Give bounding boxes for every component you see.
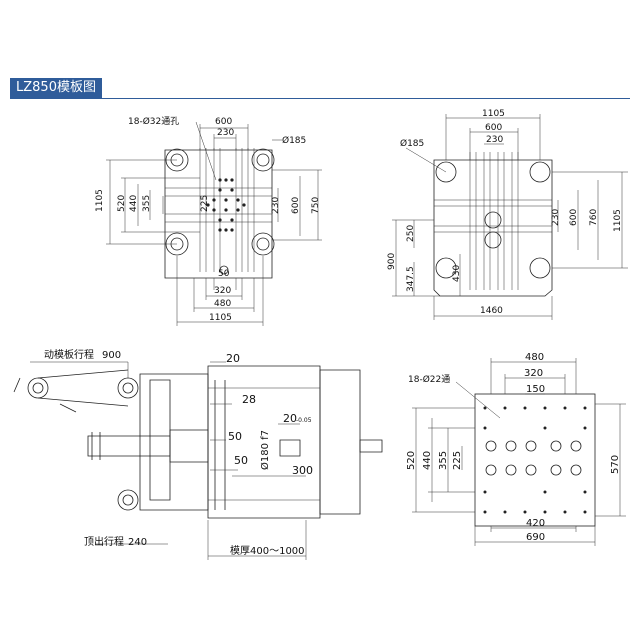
dim-347: 347.5: [406, 266, 416, 292]
dim-480: 480: [525, 352, 544, 363]
view-mold-plate: 18-Ø22通 480 320 150 520 440 355 225 570 …: [406, 352, 626, 546]
platen-outline: [164, 149, 273, 279]
dim-bore: Ø180 f7: [259, 430, 271, 470]
platen-outline: [433, 159, 553, 297]
hole-grid: [206, 178, 246, 232]
tie-bar-ring: [529, 161, 551, 183]
dim-420: 420: [526, 518, 545, 529]
mold-label: 模厚400～1000: [230, 545, 305, 557]
dim-430: 430: [452, 265, 462, 282]
dim-tol-sub: -0.05: [296, 417, 312, 424]
dim-320: 320: [524, 368, 543, 379]
dim-690: 690: [526, 532, 545, 543]
plate-outline: [474, 393, 596, 527]
dim-28: 28: [242, 393, 256, 406]
tie-bar-ring: [435, 161, 457, 183]
t-slots: [434, 152, 552, 290]
tie-bar-ring: [251, 232, 275, 256]
tie-bar-ring: [435, 257, 457, 279]
holes-label: 18-Ø22通: [408, 374, 450, 385]
dim-440: 440: [422, 451, 433, 470]
dim-1105: 1105: [482, 109, 505, 119]
d185-leader: [405, 147, 447, 173]
dim-1460: 1460: [480, 306, 503, 316]
tie-bar-core: [256, 153, 270, 167]
dim-r750: 750: [311, 197, 321, 214]
dim-520: 520: [406, 451, 417, 470]
nozzle-hole: [484, 211, 502, 229]
nozzle-hole: [484, 231, 502, 249]
dim-tol: 20: [283, 412, 297, 425]
view-side: 动模板行程 900 20 28 50 50 Ø180 f7 20 -0.05 3…: [13, 348, 383, 560]
eject-label: 顶出行程: [84, 535, 124, 548]
view-moving-platen: 18-Ø32通孔 600 230 Ø185 1105 520 440 355 2…: [95, 116, 322, 326]
dim-300: 300: [292, 464, 313, 477]
dim-20: 20: [226, 352, 240, 365]
dim-1105: 1105: [95, 189, 105, 212]
dim-230: 230: [486, 135, 503, 145]
dim-900: 900: [387, 253, 397, 270]
stroke-value: 900: [102, 350, 121, 361]
dim-50a: 50: [228, 430, 242, 443]
stroke-label: 动模板行程: [44, 348, 94, 361]
dim-r230: 230: [271, 197, 281, 214]
dim-r760: 760: [589, 209, 599, 226]
dim-600: 600: [485, 123, 502, 133]
dim-r230: 230: [551, 209, 561, 226]
small-holes: [483, 406, 587, 514]
dim-50: 50: [218, 269, 230, 279]
dim-520: 520: [117, 195, 127, 212]
link-pivot: [117, 377, 139, 399]
dim-230: 230: [217, 128, 234, 138]
holes-label: 18-Ø32通孔: [128, 116, 179, 127]
dim-355: 355: [142, 195, 152, 212]
dim-150: 150: [526, 384, 545, 395]
dim-250: 250: [406, 225, 416, 242]
dim-480: 480: [214, 299, 231, 309]
nozzle: [279, 439, 301, 457]
bolt-holes: [485, 440, 582, 476]
dim-570: 570: [610, 455, 621, 474]
eject-value: 240: [128, 537, 147, 548]
center-hole: [219, 265, 229, 275]
header-divider: [10, 98, 630, 99]
tie-bar-core: [256, 237, 270, 251]
dim-600: 600: [215, 117, 232, 127]
t-slots: [165, 148, 272, 272]
tie-bar-ring: [251, 148, 275, 172]
holes-leader: [455, 381, 501, 419]
section-header: LZ850模板图: [0, 78, 640, 100]
dim-r1105: 1105: [613, 209, 623, 232]
dim-d185: Ø185: [282, 135, 306, 146]
dim-225: 225: [452, 451, 463, 470]
link-pivot: [117, 489, 139, 511]
tie-bar-ring: [529, 257, 551, 279]
dim-r600: 600: [569, 209, 579, 226]
dim-d185: Ø185: [400, 138, 424, 149]
view-fixed-platen: Ø185 1105 600 230 230 600 760 1105 250 9…: [387, 109, 628, 320]
dim-225: 225: [200, 195, 210, 212]
section-title: LZ850模板图: [10, 78, 102, 98]
dim-320: 320: [214, 286, 231, 296]
dim-b1105: 1105: [209, 313, 232, 323]
link-pivot: [27, 377, 49, 399]
dim-50b: 50: [234, 454, 248, 467]
dim-355: 355: [438, 451, 449, 470]
dim-r600: 600: [291, 197, 301, 214]
dim-440: 440: [129, 195, 139, 212]
fixed-platen: [207, 365, 321, 519]
holes-leader: [195, 121, 217, 181]
